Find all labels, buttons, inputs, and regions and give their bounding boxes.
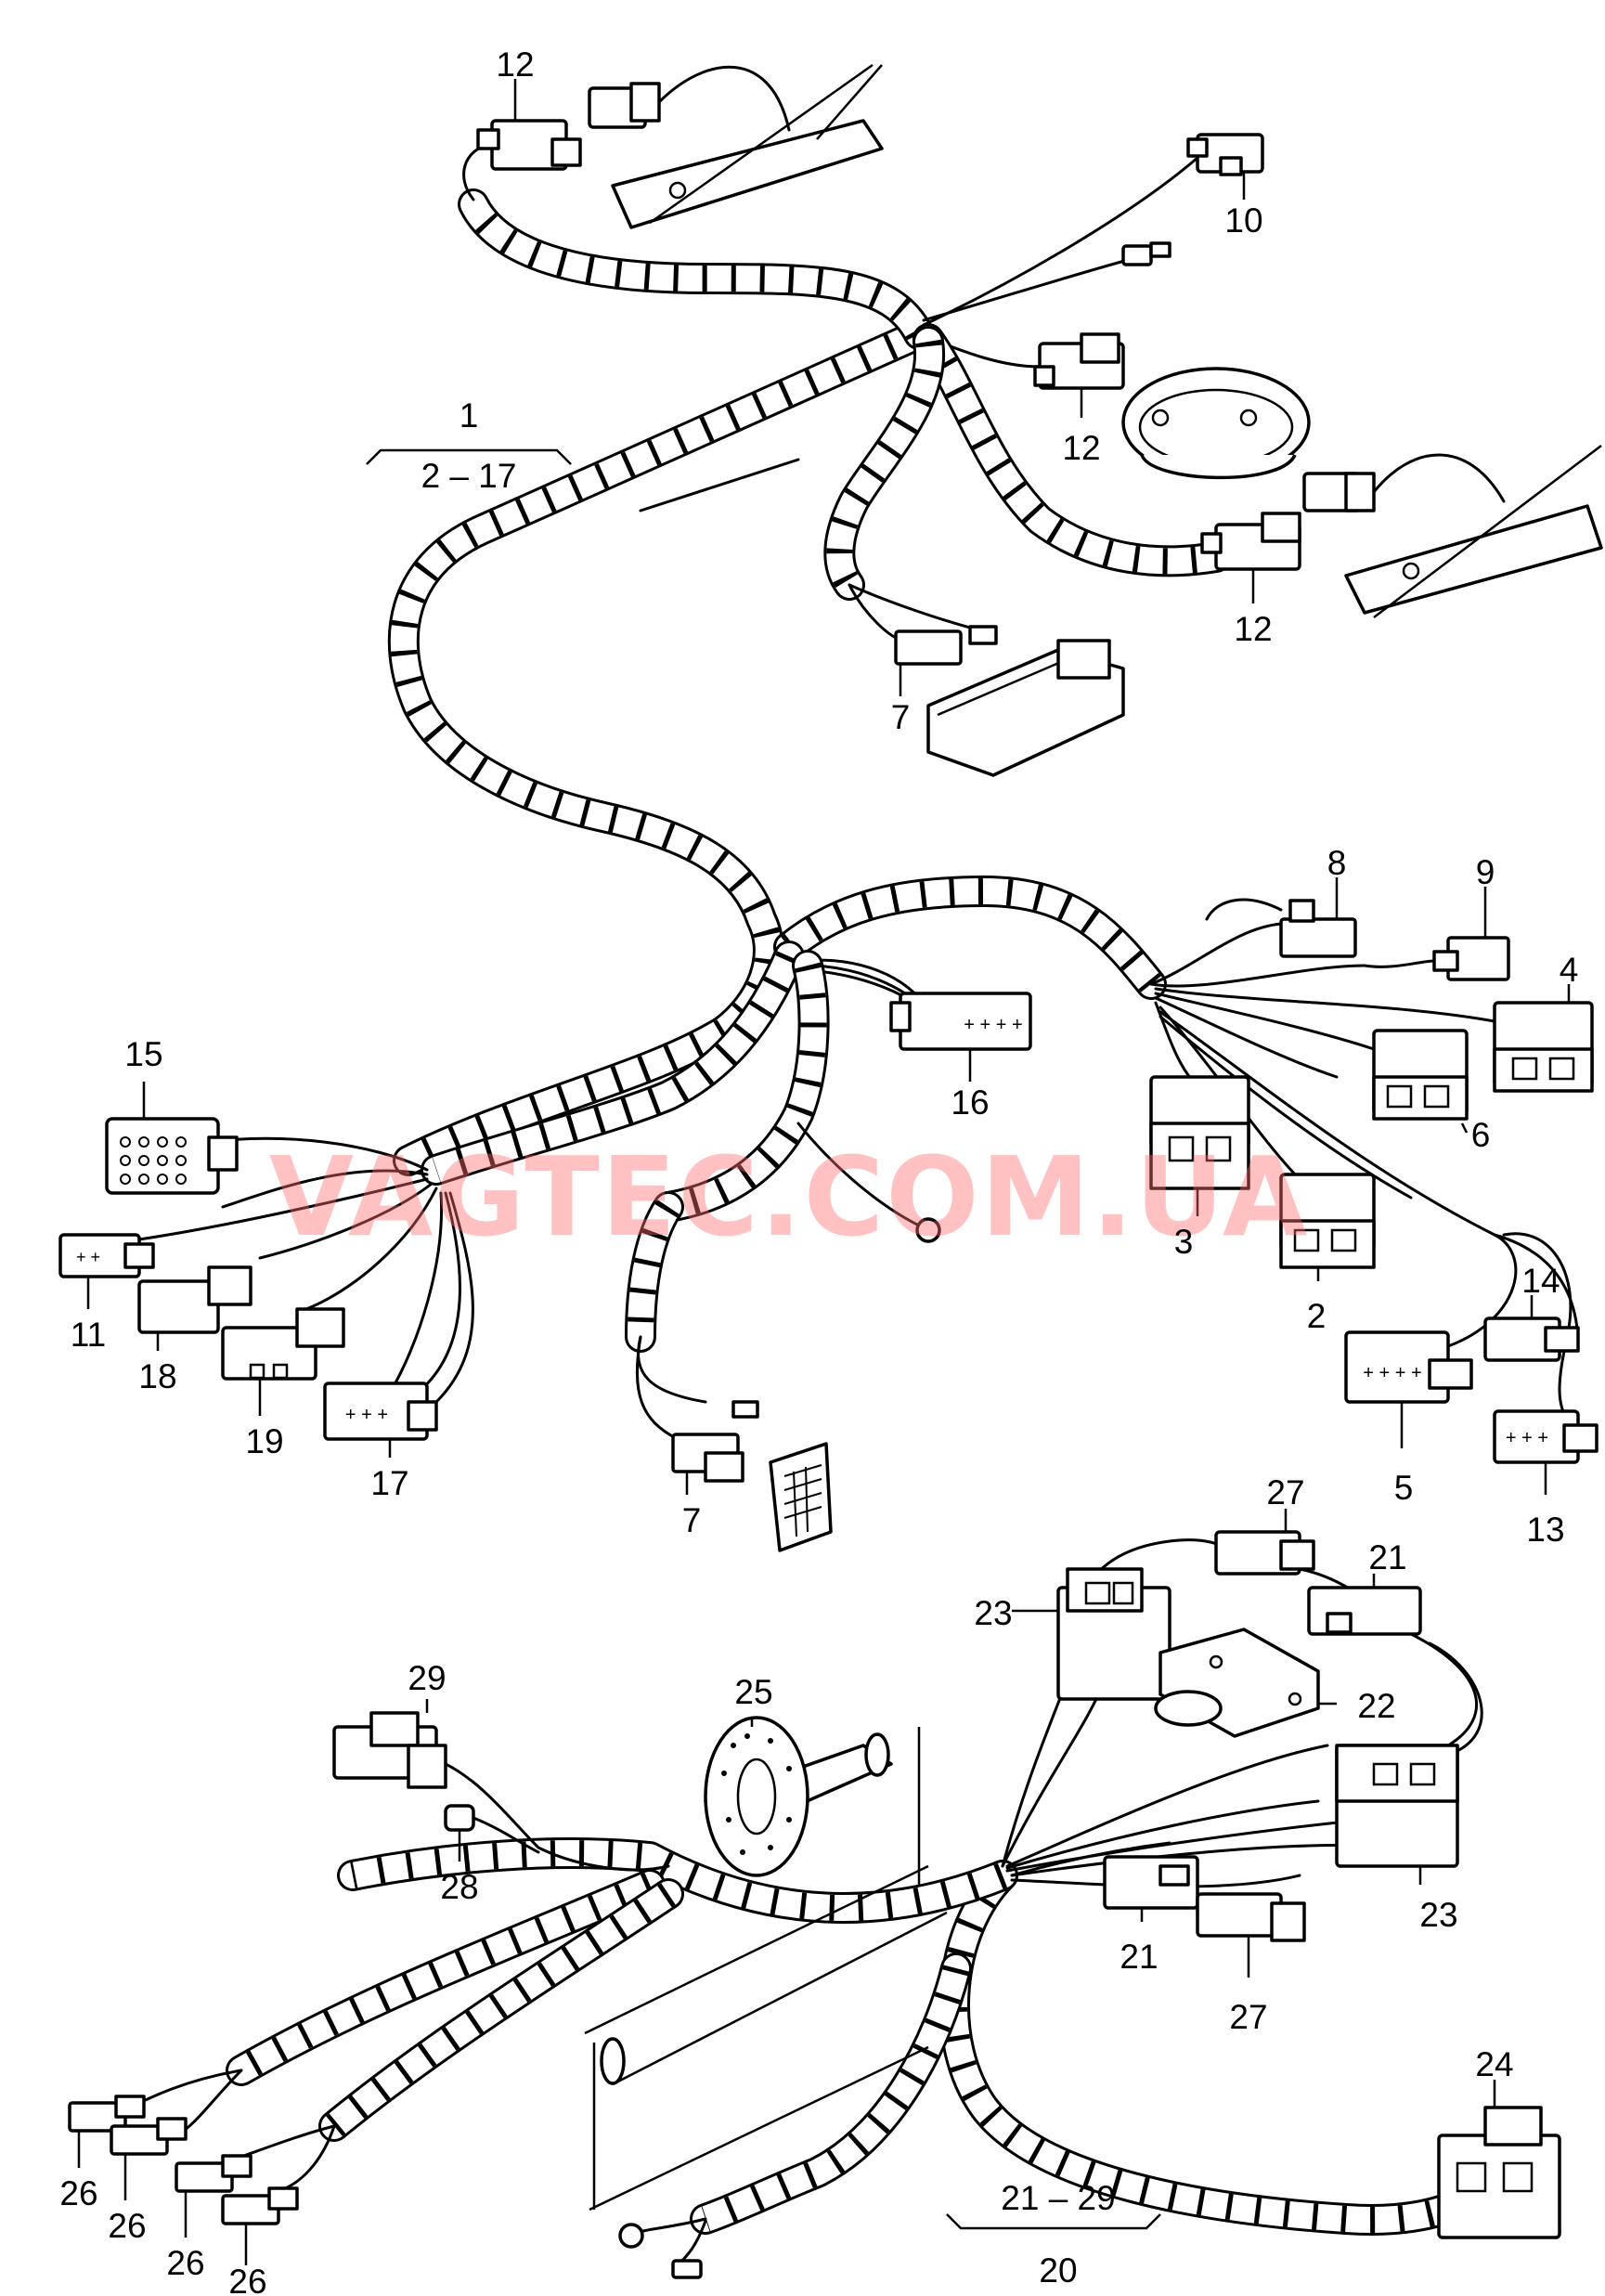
connector-27-top [1214,1530,1315,1576]
label-23-top: 23 [974,1594,1012,1632]
part-labels: 1 2 – 17 12 10 12 12 7 8 9 4 6 3 2 5 14 … [59,45,1578,2296]
terminal-lower [671,2259,703,2279]
label-8: 8 [1327,844,1347,882]
label-2-17: 2 – 17 [421,457,517,495]
interior-lamp [926,639,1125,777]
label-12-center: 12 [1062,429,1100,467]
connector-5: + + + + [1344,1330,1473,1404]
connector-27-bottom [1196,1892,1306,1942]
label-26-b: 26 [108,2207,146,2245]
label-21-top: 21 [1368,1538,1406,1576]
label-3: 3 [1174,1223,1194,1261]
label-22: 22 [1357,1687,1395,1725]
relay-6 [1372,1029,1469,1121]
connector-10 [1186,133,1264,176]
label-26-a: 26 [59,2174,97,2212]
connector-7-top [894,625,998,666]
label-15: 15 [124,1035,162,1073]
label-25: 25 [734,1673,772,1711]
label-26-c: 26 [166,2244,204,2282]
label-27-top: 27 [1266,1473,1304,1511]
connector-12-top [476,119,582,171]
harness-lower [128,1538,1483,2267]
terminal-10b [1121,241,1171,266]
trim-bar-right [1344,445,1603,618]
label-7-bottom: 7 [682,1501,702,1539]
svg-text:+ + +: + + + [345,1405,388,1425]
label-5: 5 [1394,1469,1414,1507]
svg-text:+ + +: + + + [1506,1428,1548,1448]
speaker [1121,367,1311,480]
control-unit-22 [1154,1628,1320,1738]
label-12-top: 12 [496,45,534,84]
label-9: 9 [1476,853,1495,891]
connector-21-bottom [1103,1855,1199,1910]
label-17: 17 [370,1464,408,1502]
label-10: 10 [1224,201,1262,240]
connector-15 [105,1117,239,1195]
connector-18 [137,1265,252,1334]
label-27-bottom: 27 [1229,1998,1267,2036]
lamp-lens [769,1442,833,1552]
grommet-25 [584,1716,948,2212]
connector-21-top [1307,1586,1422,1636]
relay-23-bottom [1335,1744,1459,1868]
connector-plug-right [1302,453,1506,512]
connector-13: + + + [1493,1409,1599,1464]
ground-eyelet [915,1217,941,1243]
label-6: 6 [1471,1116,1491,1154]
watermark: VAGTEC.COM.UA [269,1133,1310,1261]
connector-29 [332,1711,670,1872]
connectors-26 [68,2095,299,2225]
label-19: 19 [245,1422,283,1460]
relay-4 [1493,1001,1594,1093]
connector-12-right [1200,512,1301,571]
label-20: 20 [1039,2251,1077,2290]
label-16: 16 [951,1083,989,1122]
connector-12-center [1033,332,1125,390]
label-13: 13 [1526,1511,1564,1549]
label-23-bottom: 23 [1419,1896,1457,1934]
label-29: 29 [408,1659,446,1697]
main-harness-upper [137,142,1580,1441]
label-4: 4 [1560,951,1579,989]
ground-eyelet-lower [618,2223,644,2249]
label-12-right: 12 [1234,610,1272,648]
label-18: 18 [138,1357,176,1395]
connector-7-bottom [671,1400,759,1483]
label-7-top: 7 [891,698,911,736]
trim-bar-top [611,63,884,229]
label-28: 28 [440,1868,478,1906]
label-2: 2 [1307,1297,1327,1335]
label-14: 14 [1521,1262,1560,1300]
svg-text:+ + + +: + + + + [1363,1363,1421,1383]
connector-11: + + [58,1233,155,1278]
svg-text:+ + + +: + + + + [964,1015,1022,1035]
connector-14 [1483,1317,1580,1362]
relay-24 [1437,2106,1561,2239]
connector-8 [1205,898,1357,958]
relay-3 [1149,1075,1250,1190]
connector-19 [221,1307,345,1381]
label-11: 11 [71,1316,106,1354]
label-21-bottom: 21 [1120,1938,1158,1976]
connector-plug-top [588,65,791,132]
label-1: 1 [459,396,479,435]
connector-17: + + + [323,1381,438,1441]
label-24: 24 [1475,2045,1513,2083]
connector-16: + + + + [889,992,1032,1051]
relay-23-top [1056,1567,1171,1701]
callout-lines [77,79,1571,2265]
relay-2 [1279,1173,1376,1269]
label-21-29: 21 – 29 [1001,2179,1115,2217]
label-26-d: 26 [228,2263,266,2296]
svg-text:+ +: + + [76,1248,100,1266]
connector-9 [1363,936,1510,981]
